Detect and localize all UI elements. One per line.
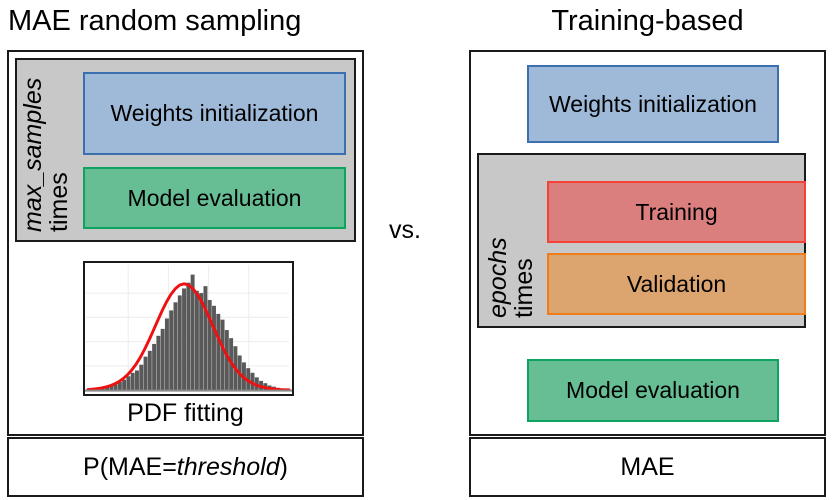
left-step-weights-initialization[interactable]: Weights initialization [83, 72, 346, 155]
left-loop-label: max_samples times [19, 58, 73, 232]
right-output-label: MAE [620, 452, 675, 481]
left-step-weights-initialization-label: Weights initialization [110, 100, 319, 126]
right-step-validation[interactable]: Validation [547, 253, 806, 315]
left-output-bar: P(MAE=threshold) [7, 437, 364, 497]
histogram-bars [87, 274, 289, 391]
right-step-model-evaluation[interactable]: Model evaluation [527, 359, 779, 422]
left-output-suffix: ) [279, 452, 288, 481]
fitted-pdf-curve [86, 282, 291, 392]
left-loop-variable: max_samples [19, 77, 47, 232]
left-step-model-evaluation[interactable]: Model evaluation [83, 167, 346, 229]
right-step-training-label: Training [635, 198, 718, 225]
right-panel-title: Training-based [551, 5, 744, 37]
pdf-fitting-caption: PDF fitting [127, 399, 244, 427]
left-step-model-evaluation-label: Model evaluation [127, 184, 302, 211]
left-output-italic: threshold [176, 452, 280, 481]
right-loop-label: epochs times [484, 168, 538, 318]
right-step-training[interactable]: Training [547, 181, 806, 243]
left-panel-title: MAE random sampling [8, 5, 302, 37]
right-loop-variable: epochs [484, 237, 512, 318]
right-step-validation-label: Validation [626, 270, 727, 297]
left-output-label: P(MAE=threshold) [83, 453, 288, 482]
left-loop-suffix: times [45, 172, 73, 232]
right-output-bar: MAE [469, 437, 826, 497]
right-step-weights-initialization[interactable]: Weights initialization [527, 65, 779, 143]
right-loop-suffix: times [510, 258, 538, 318]
right-step-weights-initialization-label: Weights initialization [549, 90, 757, 117]
right-step-model-evaluation-label: Model evaluation [566, 377, 740, 403]
pdf-histogram-svg [85, 264, 292, 392]
pdf-histogram-plot [83, 261, 294, 396]
left-output-prefix: P(MAE= [83, 452, 177, 481]
comparison-label: vs. [389, 216, 421, 244]
